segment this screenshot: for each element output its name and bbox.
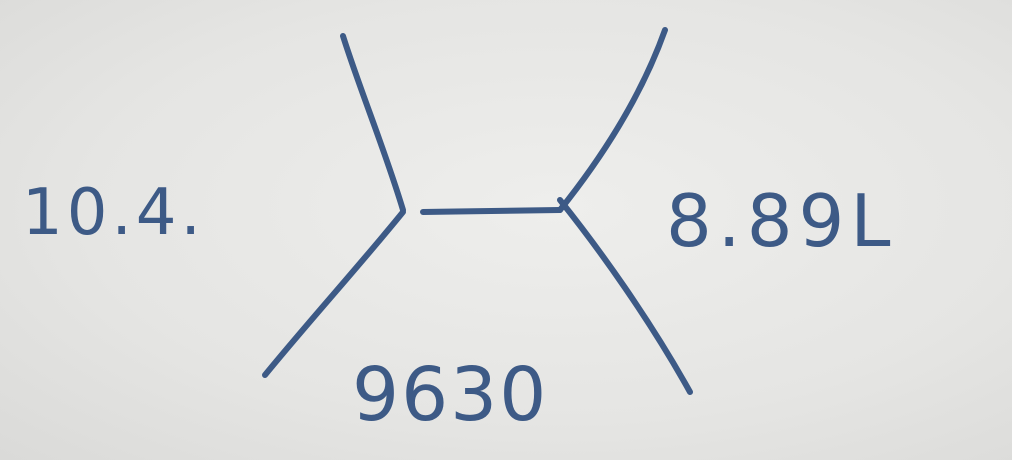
- bottom-label: 9630: [352, 352, 548, 438]
- bond-strokes: [262, 27, 693, 395]
- lower-left-bond-line: [262, 209, 406, 378]
- right-label: 8.89L: [666, 179, 896, 263]
- central-bond-line: [420, 207, 563, 215]
- upper-right-bond-line: [557, 27, 668, 213]
- left-label: 10.4.: [22, 176, 205, 250]
- upper-left-bond-line: [340, 33, 406, 213]
- lower-right-bond-line: [557, 197, 693, 395]
